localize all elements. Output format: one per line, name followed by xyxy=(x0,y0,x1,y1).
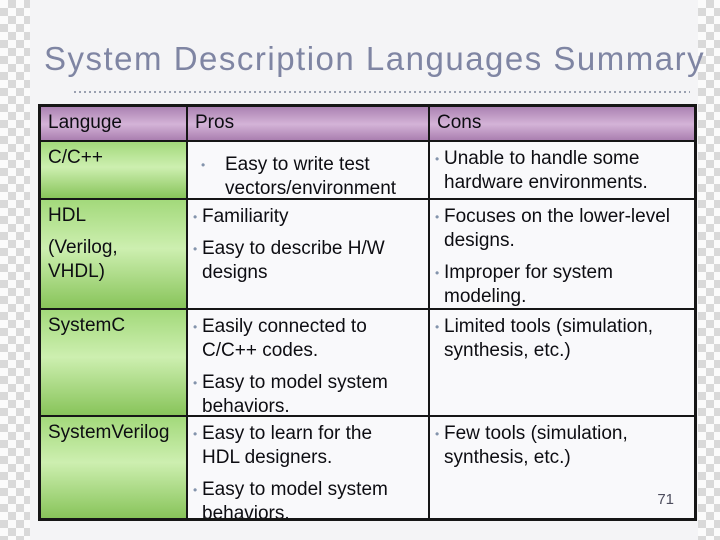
list-item-text: Easy to learn for the HDL designers. xyxy=(202,423,373,468)
bullet-icon: • xyxy=(193,483,198,497)
cons-cell-hdl: • Focuses on the lower-level designs. • … xyxy=(428,198,694,308)
bullet-icon: • xyxy=(435,427,440,441)
list-item: • Focuses on the lower-level designs. xyxy=(435,205,689,253)
bullet-icon: • xyxy=(435,266,440,280)
language-cell-systemverilog: SystemVerilog xyxy=(41,415,186,518)
list-item: • Easy to learn for the HDL designers. xyxy=(193,422,423,470)
column-header-pros: Pros xyxy=(186,107,428,140)
bullet-icon: • xyxy=(193,210,198,224)
cons-cell-systemc: • Limited tools (simulation, synthesis, … xyxy=(428,308,694,415)
bullet-icon: • xyxy=(201,158,206,172)
language-name: HDL xyxy=(48,205,87,226)
checkerboard-right xyxy=(698,0,720,540)
slide-page-number: 71 xyxy=(657,491,674,508)
cons-cell-ccpp: • Unable to handle some hardware environ… xyxy=(428,140,694,198)
list-item: • Familiarity xyxy=(193,205,423,229)
checkerboard-left xyxy=(0,0,30,540)
pros-cell-systemc: • Easily connected to C/C++ codes. • Eas… xyxy=(186,308,428,415)
language-name: SystemVerilog xyxy=(48,422,170,443)
list-item-text: Limited tools (simulation, synthesis, et… xyxy=(444,316,654,361)
list-item-text: Few tools (simulation, synthesis, etc.) xyxy=(444,423,628,468)
bullet-icon: • xyxy=(435,210,440,224)
list-item: • Improper for system modeling. xyxy=(435,261,689,308)
language-name: SystemC xyxy=(48,315,126,336)
list-item: • Easy to describe H/W designs xyxy=(193,237,423,285)
bullet-icon: • xyxy=(193,376,198,390)
title-divider xyxy=(74,91,690,93)
list-item-text: Unable to handle some hardware environme… xyxy=(444,148,648,193)
language-name-detail: VHDL) xyxy=(48,261,106,282)
slide-canvas: System Description Languages Summary Lan… xyxy=(30,0,704,540)
language-cell-ccpp: C/C++ xyxy=(41,140,186,198)
list-item: • Limited tools (simulation, synthesis, … xyxy=(435,315,689,363)
bullet-icon: • xyxy=(193,320,198,334)
pros-cell-ccpp: • Easy to write test vectors/environment xyxy=(186,140,428,198)
list-item: • Easy to model system behaviors. xyxy=(193,371,423,415)
pros-cell-hdl: • Familiarity • Easy to describe H/W des… xyxy=(186,198,428,308)
bullet-icon: • xyxy=(435,152,440,166)
language-name: C/C++ xyxy=(48,147,103,168)
language-cell-systemc: SystemC xyxy=(41,308,186,415)
languages-summary-table: Languge Pros Cons C/C++ • Easy to write … xyxy=(38,104,697,521)
list-item: • Unable to handle some hardware environ… xyxy=(435,147,689,195)
list-item-text: Improper for system modeling. xyxy=(444,262,613,307)
list-item-text: Easy to describe H/W designs xyxy=(202,238,385,283)
list-item-text: Easy to model system behaviors. xyxy=(202,372,388,415)
list-item: • Easy to model system behaviors. xyxy=(193,478,423,518)
pros-cell-systemverilog: • Easy to learn for the HDL designers. •… xyxy=(186,415,428,518)
page-title: System Description Languages Summary xyxy=(44,40,706,77)
list-item: • Easily connected to C/C++ codes. xyxy=(193,315,423,363)
list-item-text: Easily connected to C/C++ codes. xyxy=(202,316,367,361)
cons-cell-systemverilog: • Few tools (simulation, synthesis, etc.… xyxy=(428,415,694,518)
list-item-text: Easy to model system behaviors. xyxy=(202,479,388,518)
list-item-text: Focuses on the lower-level designs. xyxy=(444,206,670,251)
list-item: • Few tools (simulation, synthesis, etc.… xyxy=(435,422,689,470)
bullet-icon: • xyxy=(435,320,440,334)
column-header-language: Languge xyxy=(41,107,186,140)
bullet-icon: • xyxy=(193,427,198,441)
language-cell-hdl: HDL (Verilog, VHDL) xyxy=(41,198,186,308)
column-header-cons: Cons xyxy=(428,107,694,140)
list-item-text: Easy to write test vectors/environment xyxy=(225,154,397,198)
bullet-icon: • xyxy=(193,242,198,256)
list-item-text: Familiarity xyxy=(202,206,289,227)
language-name-detail: (Verilog, xyxy=(48,237,118,258)
list-item: • Easy to write test vectors/environment xyxy=(201,153,423,198)
